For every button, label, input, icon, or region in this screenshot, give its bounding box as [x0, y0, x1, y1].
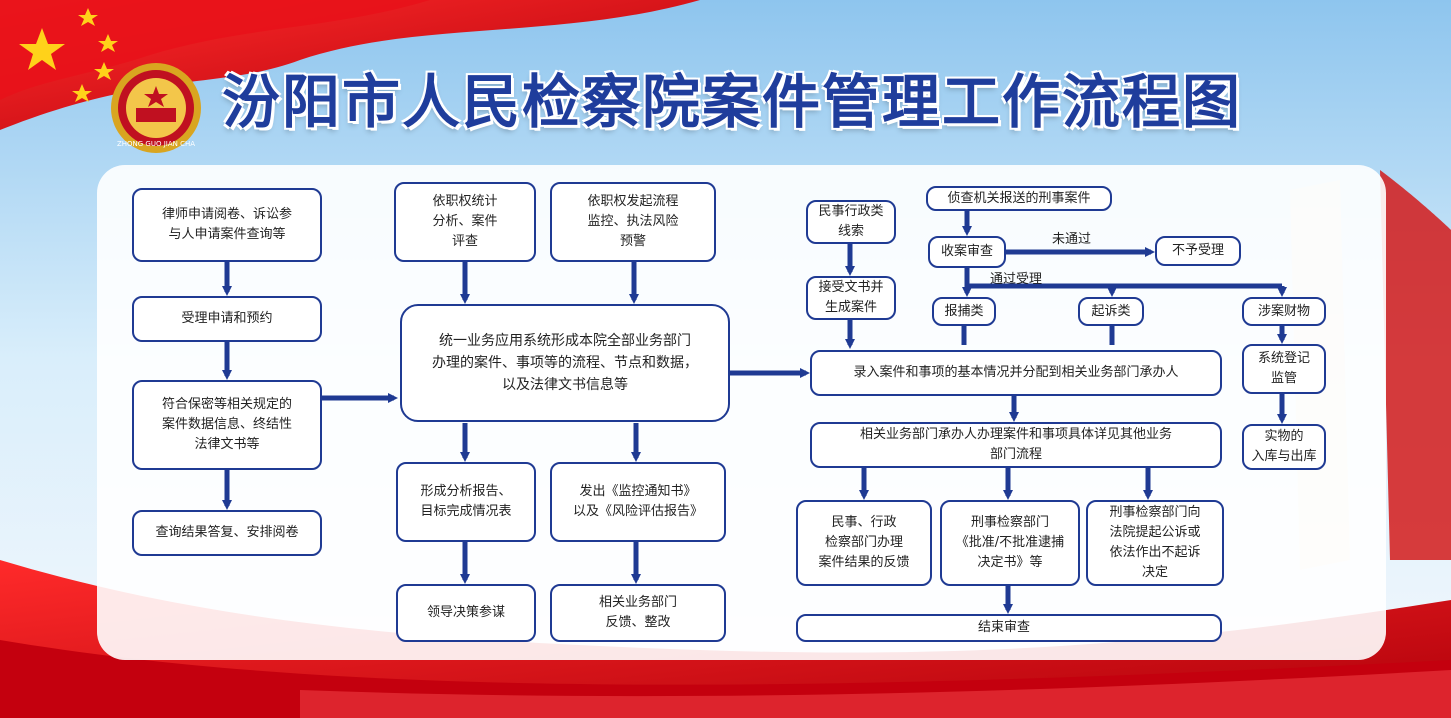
civil-clues-box: 民事行政类 线索: [806, 200, 896, 244]
physical-items-box: 实物的 入库与出库: [1242, 424, 1326, 470]
civil-feedback-box: 民事、行政 检察部门办理 案件结果的反馈: [796, 500, 932, 586]
emblem-text: ZHONG GUO JIAN CHA: [117, 140, 195, 148]
not-passed-label: 未通过: [1052, 232, 1092, 247]
statistics-review-box: 依职权统计 分析、案件 评查: [394, 182, 536, 262]
query-result-box: 查询结果答复、安排阅卷: [132, 510, 322, 556]
confidential-data-box: 符合保密等相关规定的 案件数据信息、终结性 法律文书等: [132, 380, 322, 470]
leadership-advice-box: 领导决策参谋: [396, 584, 536, 642]
police-cases-box: 侦查机关报送的刑事案件: [926, 186, 1112, 211]
intake-review-box: 收案审查: [928, 236, 1006, 268]
accept-application-box: 受理申请和预约: [132, 296, 322, 342]
procuratorate-emblem-icon: ZHONG GUO JIAN CHA: [111, 63, 201, 153]
department-feedback-box: 相关业务部门 反馈、整改: [550, 584, 726, 642]
not-accepted-box: 不予受理: [1155, 236, 1241, 266]
process-monitoring-box: 依职权发起流程 监控、执法风险 预警: [550, 182, 716, 262]
analysis-report-box: 形成分析报告、 目标完成情况表: [396, 462, 536, 542]
end-review-box: 结束审查: [796, 614, 1222, 642]
arrest-category-box: 报捕类: [932, 297, 996, 326]
court-prosecution-box: 刑事检察部门向 法院提起公诉或 依法作出不起诉 决定: [1086, 500, 1224, 586]
monitoring-notice-box: 发出《监控通知书》 以及《风险评估报告》: [550, 462, 726, 542]
involved-property-box: 涉案财物: [1242, 297, 1326, 326]
system-register-box: 系统登记 监管: [1242, 344, 1326, 394]
enter-case-info-box: 录入案件和事项的基本情况并分配到相关业务部门承办人: [810, 350, 1222, 396]
prosecution-category-box: 起诉类: [1078, 297, 1144, 326]
accept-documents-box: 接受文书并 生成案件: [806, 276, 896, 320]
lawyer-application-box: 律师申请阅卷、诉讼参 与人申请案件查询等: [132, 188, 322, 262]
passed-label: 通过受理: [990, 272, 1043, 287]
flag-stars-icon: [19, 8, 118, 102]
page-title: 汾阳市人民检察院案件管理工作流程图: [222, 68, 1243, 136]
handle-cases-box: 相关业务部门承办人办理案件和事项具体详见其他业务 部门流程: [810, 422, 1222, 468]
unified-system-box: 统一业务应用系统形成本院全部业务部门 办理的案件、事项等的流程、节点和数据， 以…: [400, 304, 730, 422]
arrest-decision-box: 刑事检察部门 《批准/不批准逮捕 决定书》等: [940, 500, 1080, 586]
